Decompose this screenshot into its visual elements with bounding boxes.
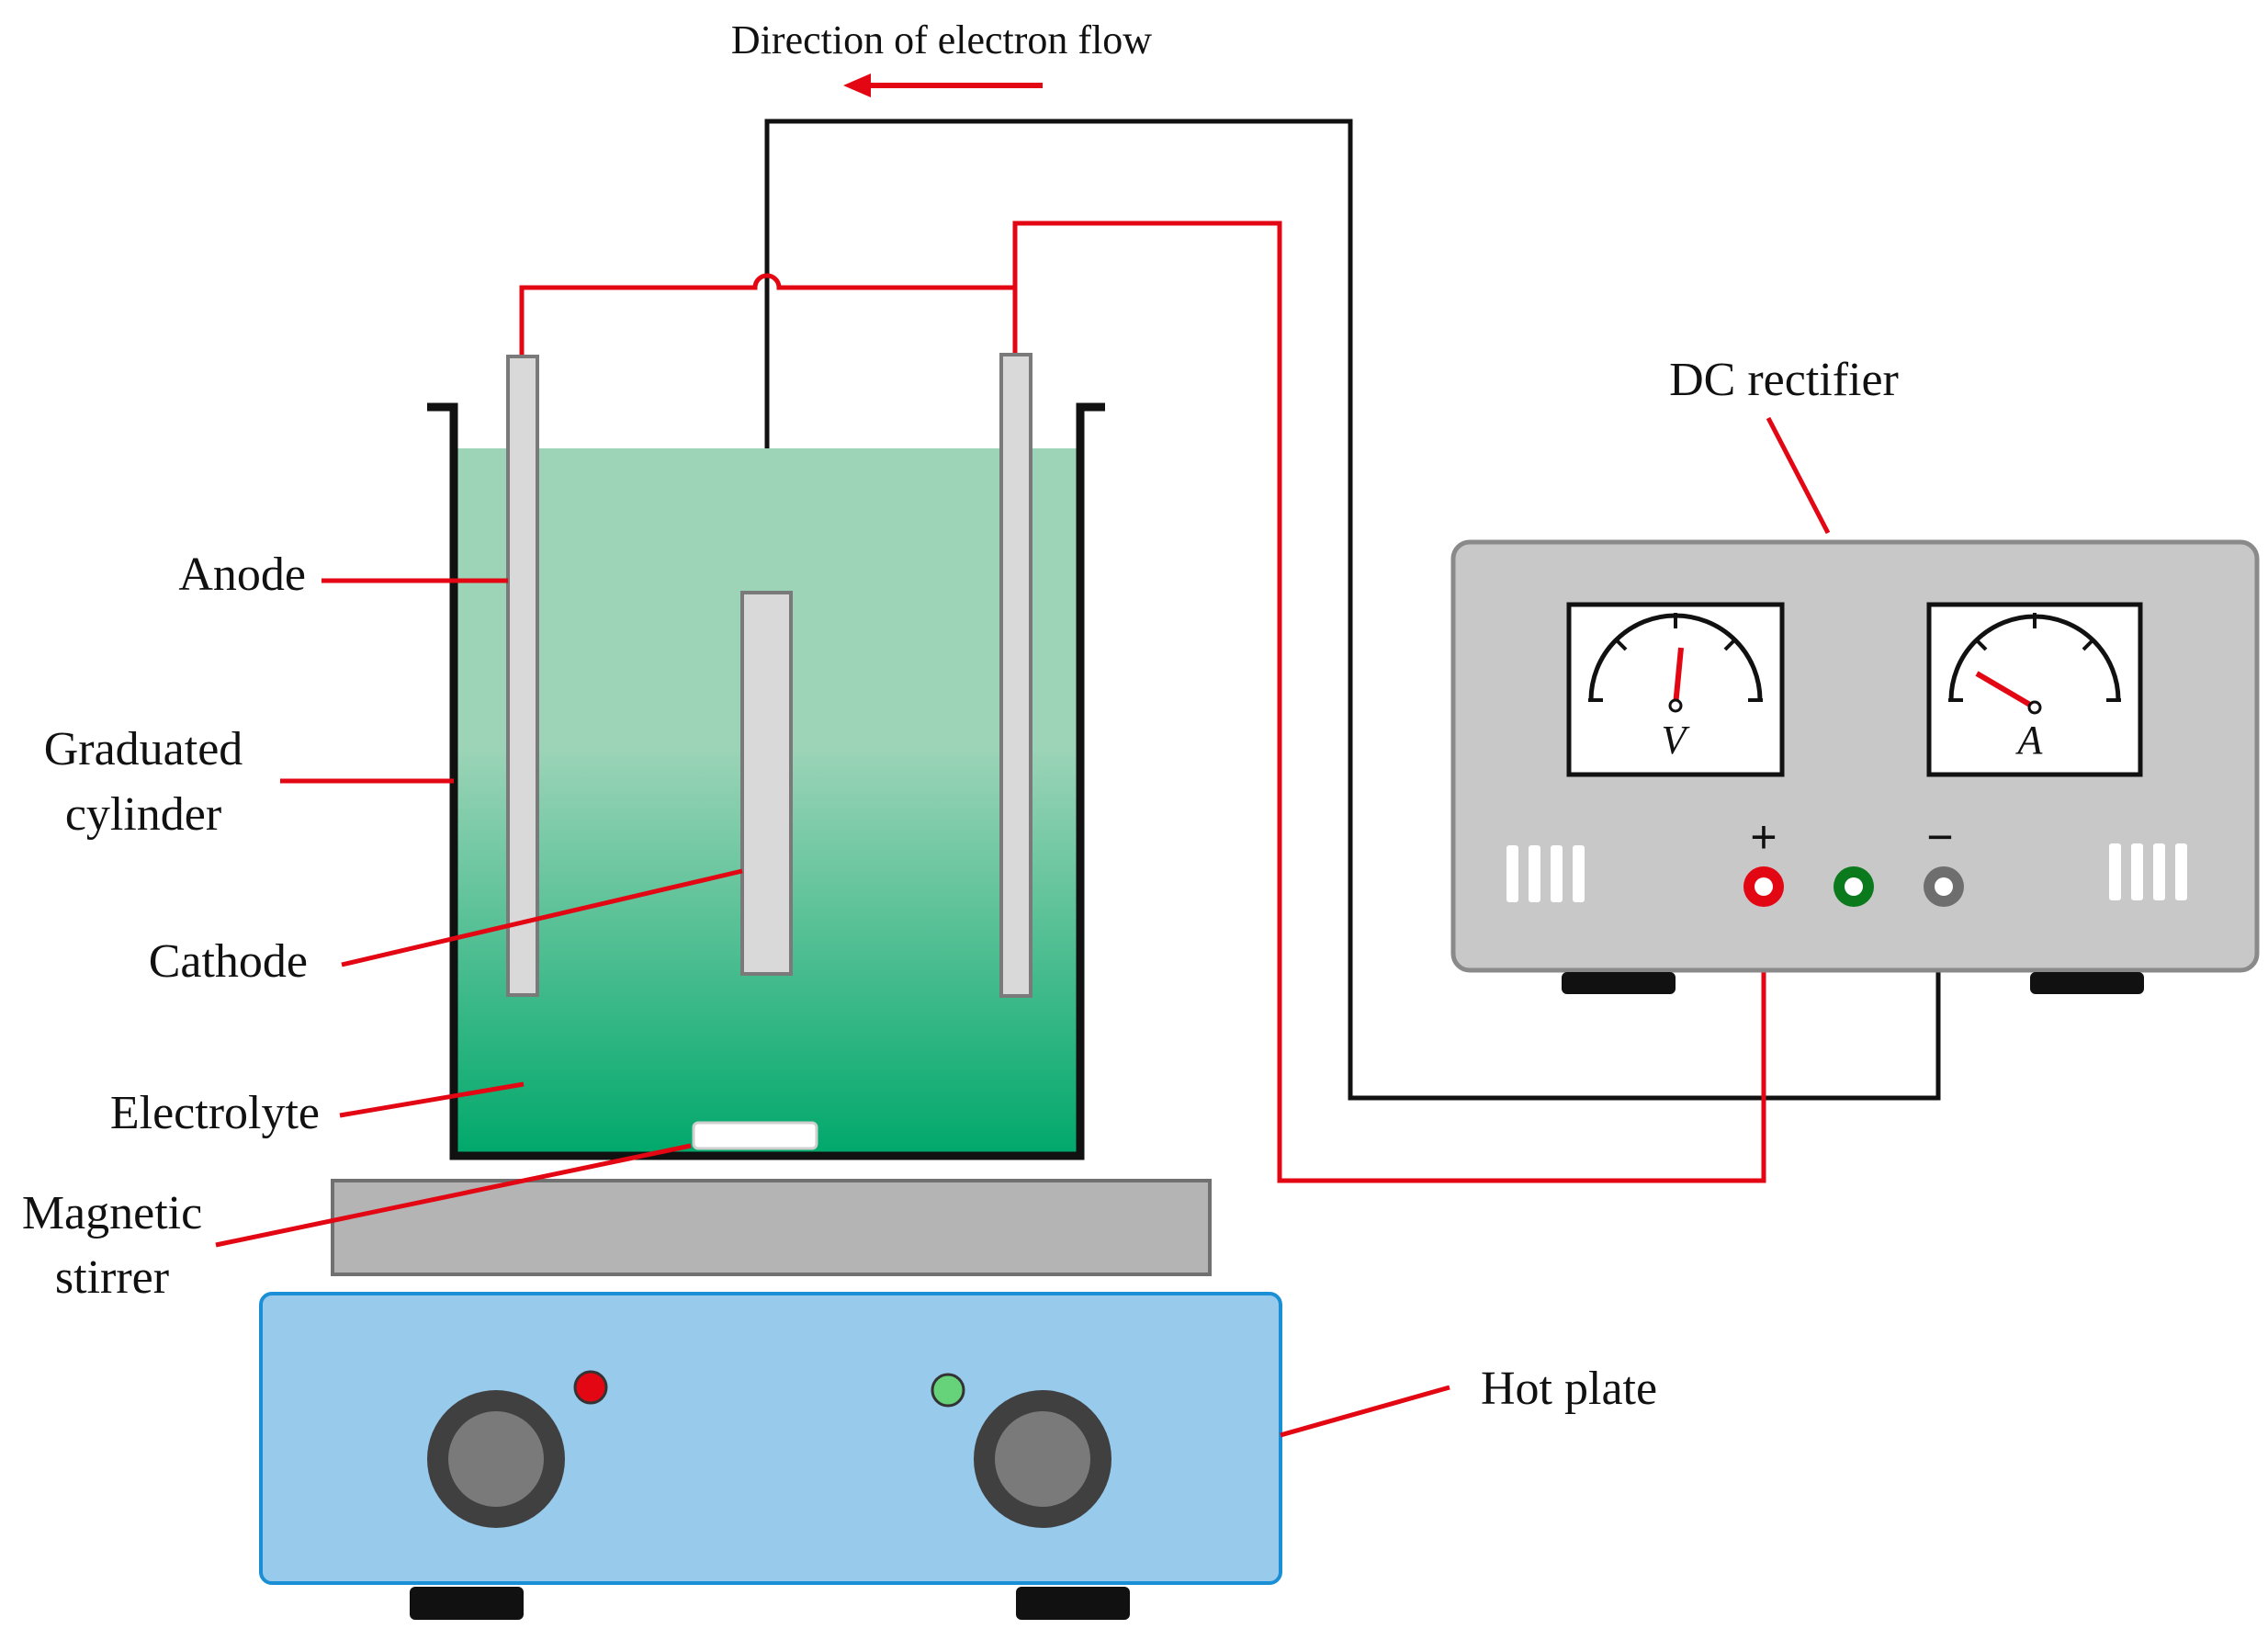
hot-plate-foot-right <box>1016 1587 1130 1620</box>
ammeter: A <box>1926 602 2143 777</box>
stirrer-leader <box>215 1143 692 1248</box>
stir-knob[interactable] <box>974 1390 1111 1528</box>
cylinder-label-line2: cylinder <box>65 788 221 841</box>
graduated-cylinder <box>427 402 1105 1160</box>
cylinder-label-line1: Graduated <box>44 723 243 775</box>
hot-plate-label: Hot plate <box>1481 1363 1657 1415</box>
anode-label: Anode <box>178 549 306 601</box>
leader-lines <box>215 416 1831 1438</box>
positive-symbol: + <box>1750 811 1777 863</box>
ammeter-needle <box>1975 671 2037 710</box>
anode-right <box>999 353 1032 998</box>
positive-terminal[interactable] <box>1743 866 1784 907</box>
dc-rectifier: V A + − <box>1450 539 2260 994</box>
electron-flow-label: Direction of electron flow <box>731 17 1152 62</box>
stirrer-label-line1: Magnetic <box>22 1187 202 1239</box>
rectifier-foot-right <box>2030 972 2144 994</box>
hot-plate <box>259 1292 1282 1620</box>
electron-flow-arrow <box>843 74 1043 97</box>
negative-wire <box>764 119 1941 1101</box>
positive-wire <box>1012 221 1766 1183</box>
stir-indicator-light <box>931 1373 965 1408</box>
ground-terminal[interactable] <box>1834 866 1874 907</box>
cathode <box>740 591 793 976</box>
vent-left <box>1506 845 1585 902</box>
rectifier-leader <box>1766 416 1831 535</box>
positive-wire-anodes <box>519 273 1018 356</box>
heat-indicator-light <box>573 1370 608 1405</box>
negative-terminal[interactable] <box>1924 866 1964 907</box>
negative-symbol: − <box>1926 811 1953 863</box>
voltmeter: V <box>1566 602 1785 777</box>
cathode-label: Cathode <box>149 935 308 988</box>
rectifier-label: DC rectifier <box>1669 354 1899 406</box>
hot-plate-foot-left <box>410 1587 524 1620</box>
voltmeter-symbol: V <box>1662 718 1691 763</box>
anode-left <box>506 355 539 997</box>
voltmeter-needle <box>1673 647 1684 707</box>
electrolyte-leader <box>339 1081 525 1118</box>
stirrer-label-line2: stirrer <box>55 1251 169 1304</box>
rectifier-foot-left <box>1562 972 1676 994</box>
heat-knob[interactable] <box>427 1390 565 1528</box>
hot-plate-top <box>331 1179 1212 1276</box>
cathode-leader <box>341 868 743 967</box>
electrolyte-label: Electrolyte <box>110 1087 320 1139</box>
stir-bar <box>692 1121 818 1150</box>
vent-right <box>2109 843 2187 900</box>
hot-plate-leader <box>1280 1385 1450 1438</box>
ammeter-symbol: A <box>2015 718 2044 763</box>
